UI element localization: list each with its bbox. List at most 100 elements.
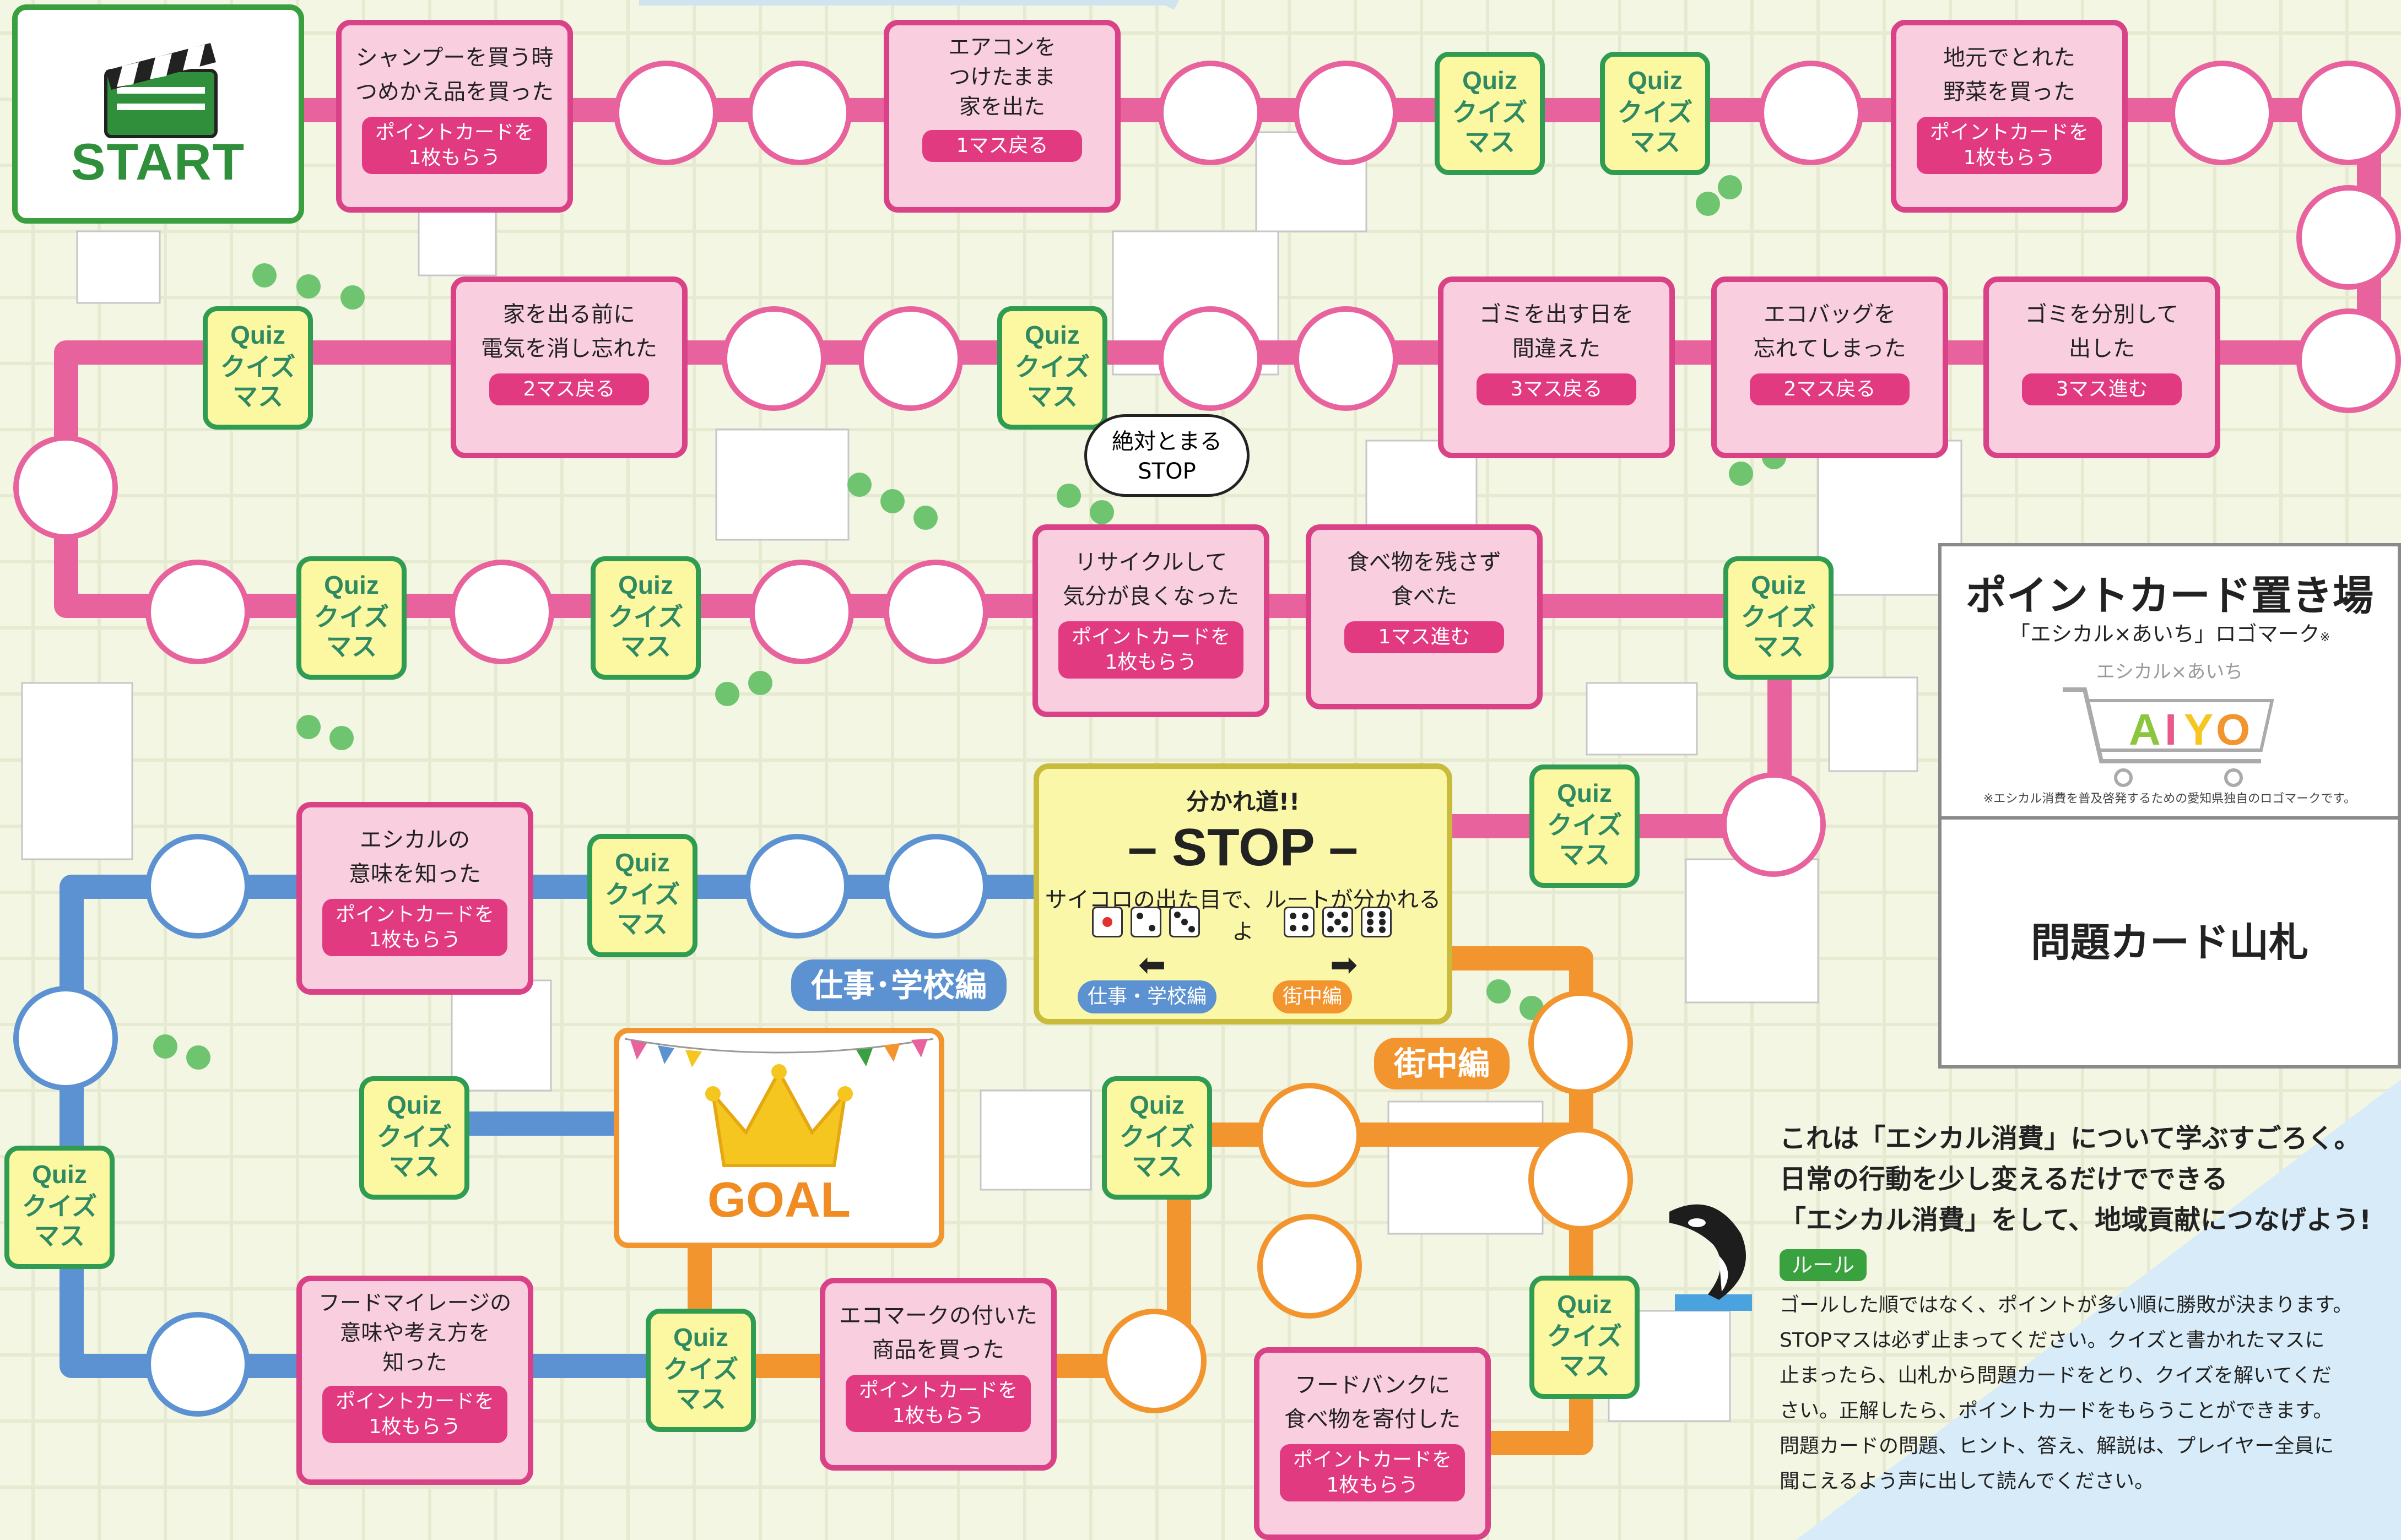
event-square-aircon-left-on[interactable]: エアコンを つけたまま 家を出た 1マス戻る — [884, 20, 1121, 213]
event-text: エシカルの — [360, 827, 470, 853]
move-back-badge: 3マス戻る — [1477, 373, 1636, 405]
empty-square[interactable] — [749, 560, 854, 664]
panel-divider — [1942, 816, 2398, 820]
start-square: START — [12, 4, 304, 224]
event-square-no-food-waste[interactable]: 食べ物を残さず 食べた 1マス進む — [1306, 524, 1543, 709]
empty-square[interactable] — [858, 306, 963, 411]
empty-square[interactable] — [1158, 306, 1263, 411]
goal-label: GOAL — [707, 1173, 851, 1228]
empty-square-work-route[interactable] — [13, 986, 118, 1091]
orca-icon — [1669, 1204, 1752, 1311]
empty-square-town-route[interactable] — [1257, 1083, 1362, 1187]
move-back-badge: 1マス戻る — [922, 130, 1082, 162]
stop-speech-bubble: 絶対とまる STOP — [1084, 414, 1250, 497]
card-placement-panel: ポイントカード置き場 「エシカル×あいち」ロゴマーク※ エシカル×あいち A I… — [1938, 543, 2401, 1069]
intro-headline: 日常の行動を少し変えるだけでできる — [1780, 1164, 2228, 1195]
event-text: つめかえ品を買った — [355, 79, 554, 105]
clapperboard-icon — [104, 43, 218, 138]
empty-square[interactable] — [1721, 772, 1826, 877]
empty-square[interactable] — [1759, 61, 1863, 165]
start-label: START — [71, 133, 246, 191]
event-text: 食べ物を寄付した — [1284, 1407, 1461, 1432]
event-square-forgot-eco-bag[interactable]: エコバッグを 忘れてしまった 2マス戻る — [1711, 276, 1948, 458]
logo-caption: 「エシカル×あいち」ロゴマーク※ — [2009, 622, 2330, 646]
event-square-wrong-garbage-day[interactable]: ゴミを出す日を 間違えた 3マス戻る — [1438, 276, 1675, 458]
goal-square: GOAL — [614, 1028, 944, 1248]
empty-square[interactable] — [1294, 306, 1398, 411]
ethical-aichi-logo: A I Y O — [2063, 687, 2274, 787]
empty-square[interactable] — [2170, 61, 2274, 165]
event-text: エコマークの付いた — [839, 1303, 1037, 1328]
move-back-badge: 2マス戻る — [489, 373, 649, 405]
empty-square-work-route[interactable] — [145, 834, 250, 939]
question-card-deck[interactable]: 問題カード山札 — [2030, 919, 2308, 966]
event-text: エコバッグを — [1764, 302, 1896, 327]
empty-square-town-route[interactable] — [1528, 990, 1633, 1095]
empty-square[interactable] — [884, 560, 988, 664]
empty-square[interactable] — [13, 435, 118, 540]
event-text: 電気を消し忘れた — [481, 336, 657, 361]
empty-square-work-route[interactable] — [745, 834, 850, 939]
point-card-area-title: ポイントカード置き場 — [1966, 572, 2373, 620]
empty-square-work-route[interactable] — [884, 834, 988, 939]
event-text: 食べた — [1391, 584, 1457, 609]
empty-square[interactable] — [614, 61, 718, 165]
event-text: フードマイレージの — [318, 1291, 512, 1316]
rules-badge: ルール — [1780, 1249, 1867, 1281]
event-square-forgot-lights[interactable]: 家を出る前に 電気を消し忘れた 2マス戻る — [451, 276, 688, 458]
empty-square[interactable] — [1294, 61, 1398, 165]
empty-square[interactable] — [2296, 308, 2401, 413]
event-text: シャンプーを買う時 — [355, 45, 554, 71]
empty-square-town-route[interactable] — [1257, 1214, 1362, 1319]
empty-square[interactable] — [2296, 185, 2401, 290]
empty-square[interactable] — [1158, 61, 1263, 165]
empty-square[interactable] — [145, 560, 250, 664]
event-text: 地元でとれた — [1943, 45, 2075, 71]
event-text: 商品を買った — [872, 1337, 1004, 1363]
dice-four-icon — [1284, 907, 1315, 937]
empty-square-town-route[interactable] — [1102, 1309, 1207, 1413]
empty-square[interactable] — [450, 560, 554, 664]
empty-square-town-route[interactable] — [1528, 1127, 1633, 1232]
branch-header: 分かれ道!! — [1186, 788, 1300, 815]
event-text: 野菜を買った — [1943, 79, 2075, 105]
branch-stop-square[interactable]: 分かれ道!! – STOP – サイコロの出た目で、ルートが分かれるよ ⬅ ➡ … — [1034, 763, 1452, 1024]
bunting-icon — [624, 1038, 934, 1067]
empty-square[interactable] — [722, 306, 826, 411]
event-text: エアコンを — [948, 35, 1056, 60]
empty-square[interactable] — [747, 61, 852, 165]
logo-text: エシカル×あいち — [2096, 661, 2243, 683]
empty-square[interactable] — [2296, 61, 2401, 165]
empty-square-work-route[interactable] — [145, 1312, 250, 1417]
event-square-sorted-garbage[interactable]: ゴミを分別して 出した 3マス進む — [1983, 276, 2220, 458]
intro-headline: これは「エシカル消費」について学ぶすごろく。 — [1780, 1123, 2361, 1154]
event-text: 家を出る前に — [503, 302, 635, 327]
move-back-badge: 2マス戻る — [1750, 373, 1910, 405]
